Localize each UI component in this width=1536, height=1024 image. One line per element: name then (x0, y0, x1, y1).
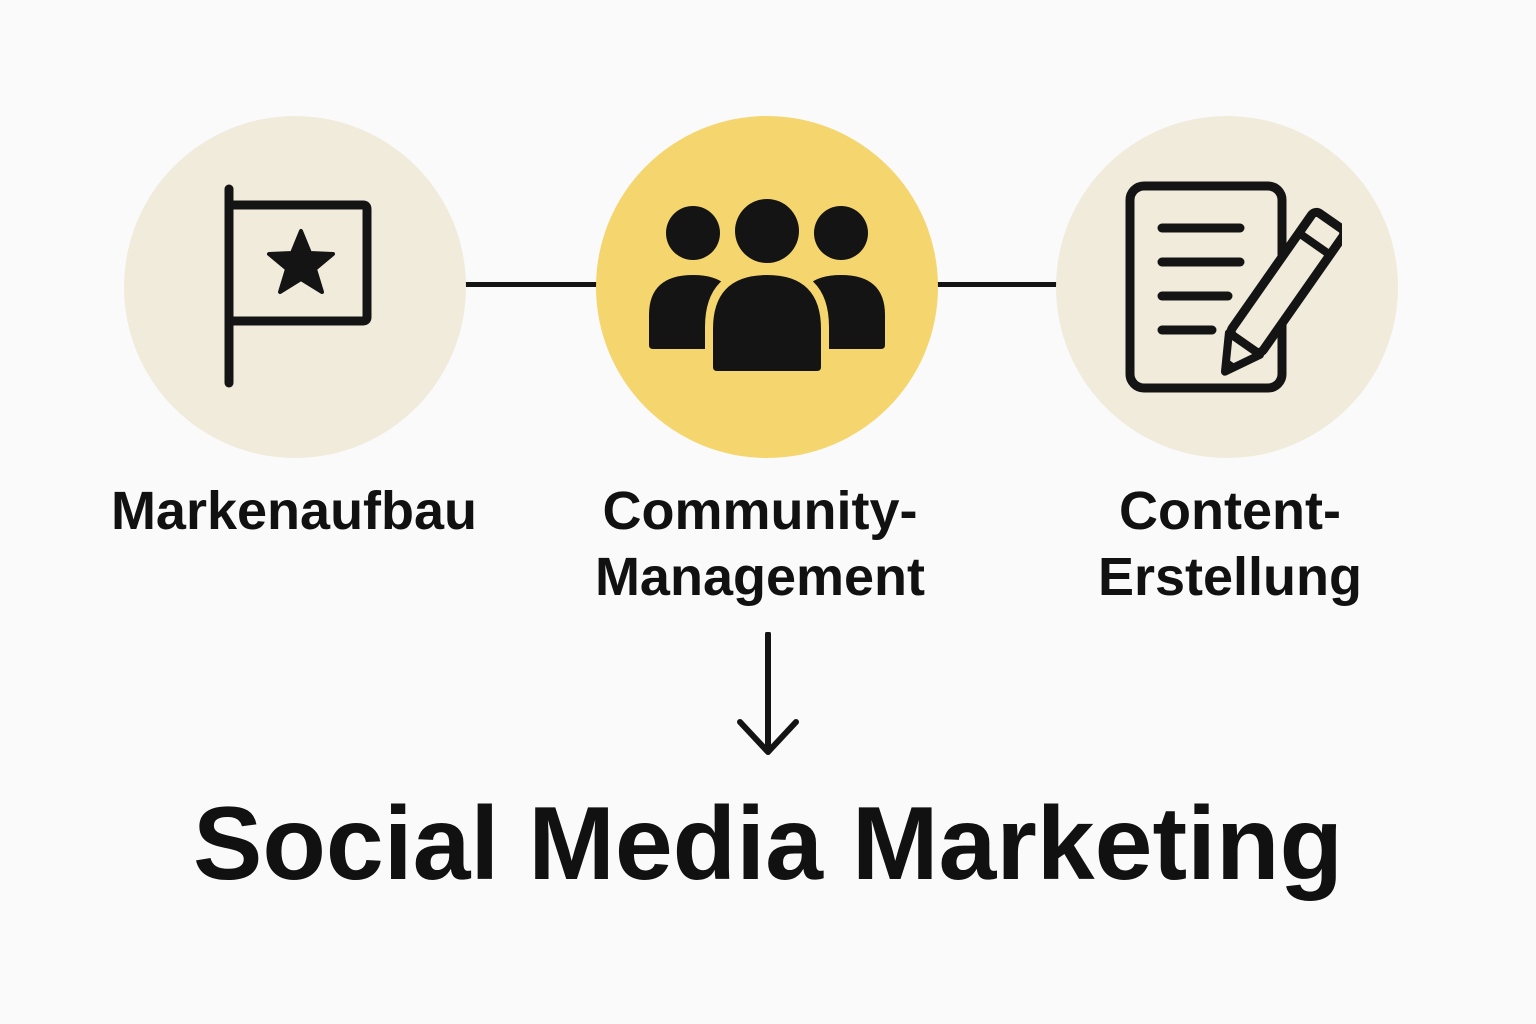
node-label-markenaufbau: Markenaufbau (54, 478, 534, 544)
label-line: Markenaufbau (110, 481, 478, 541)
label-line: Content- (1119, 481, 1341, 541)
flag-with-star-icon (195, 177, 395, 397)
down-arrow-icon (728, 631, 808, 758)
node-markenaufbau (124, 116, 466, 458)
connector-line-right (932, 282, 1060, 287)
node-community-management (596, 116, 938, 458)
node-label-content-erstellung: Content- Erstellung (990, 478, 1470, 610)
connector-line-left (460, 282, 600, 287)
document-with-pencil-icon (1112, 172, 1342, 402)
people-group-icon (647, 197, 887, 377)
diagram-title: Social Media Marketing (192, 786, 1344, 902)
label-line: Erstellung (1097, 547, 1363, 607)
label-line: Community- (602, 481, 918, 541)
node-label-community-management: Community- Management (520, 478, 1000, 610)
label-line: Management (594, 547, 926, 607)
node-content-erstellung (1056, 116, 1398, 458)
